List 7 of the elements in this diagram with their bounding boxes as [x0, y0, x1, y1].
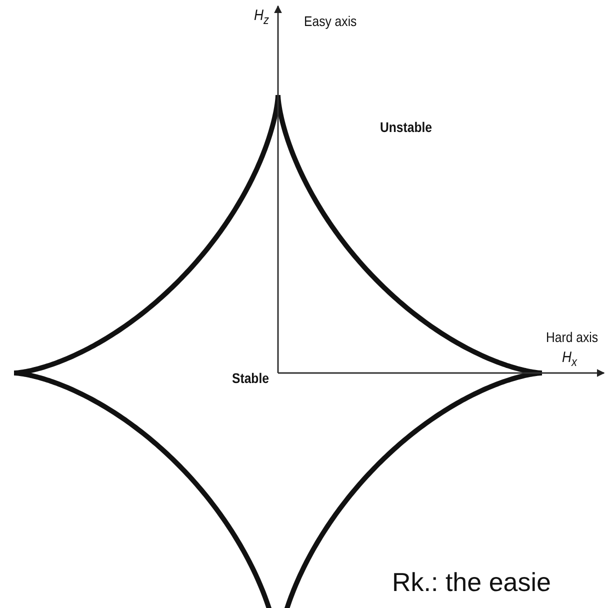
region-label: Unstable	[380, 120, 432, 136]
axis-label: H$_{x}$	[562, 350, 578, 370]
region-label: Stable	[232, 371, 269, 386]
axis-label: H$_{z}$	[254, 8, 270, 28]
axis-note: Hard axis	[546, 330, 598, 346]
axis-note: Easy axis	[304, 14, 357, 30]
remark-text: Rk.: the easie	[392, 568, 551, 597]
